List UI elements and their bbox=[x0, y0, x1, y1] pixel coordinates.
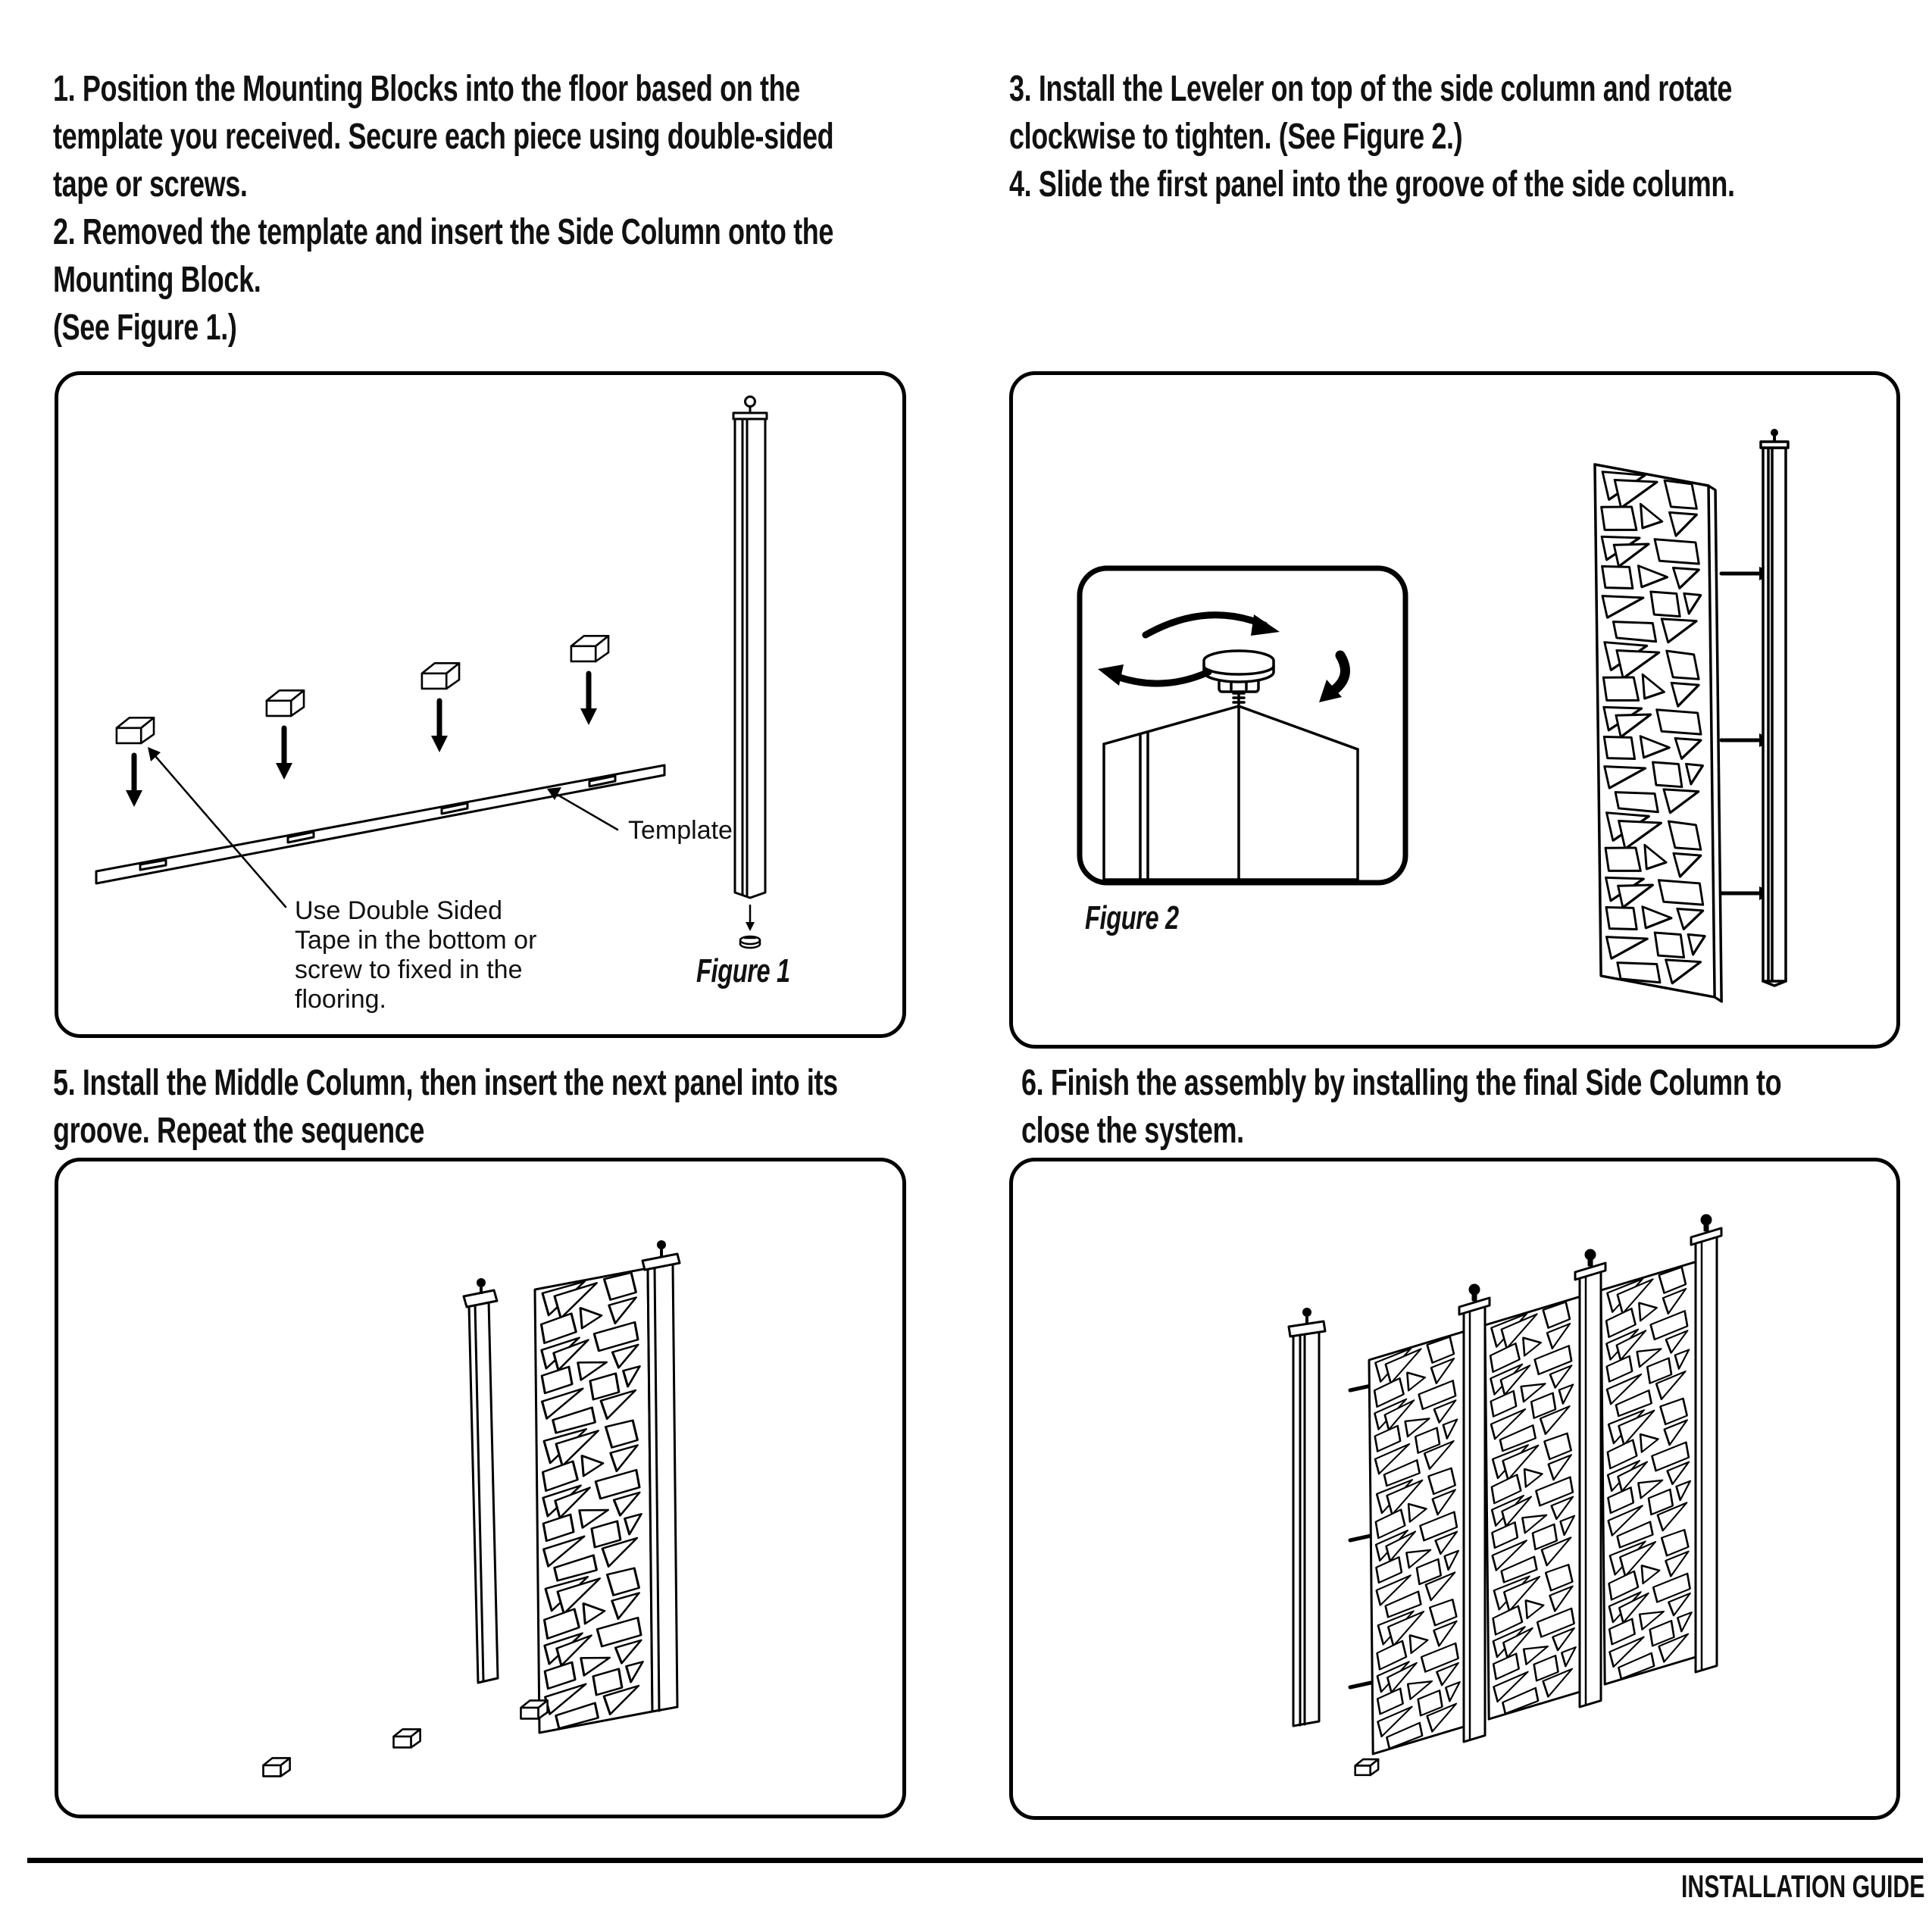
figure1-box: Template Use Double Sided Tape in the bo… bbox=[55, 371, 906, 1038]
assembled-panels bbox=[1368, 1260, 1701, 1755]
step-6-paragraph: 6. Finish the assembly by installing the… bbox=[1021, 1059, 1782, 1155]
footer-title: INSTALLATION GUIDE bbox=[1680, 1868, 1924, 1904]
instruction-line: clockwise to tighten. (See Figure 2.) bbox=[1009, 117, 1463, 157]
down-arrowheads bbox=[126, 708, 597, 807]
instruction-line: Mounting Block. bbox=[53, 260, 261, 300]
figure2-caption: Figure 2 bbox=[1085, 899, 1179, 936]
template-leader-arrowhead bbox=[547, 787, 561, 800]
template-leader-line bbox=[551, 790, 619, 831]
tape-note-leader-line bbox=[149, 749, 287, 908]
instruction-line: template you received. Secure each piece… bbox=[53, 117, 834, 157]
decorative-panel bbox=[1593, 463, 1723, 1003]
steps-3-4-paragraph: 3. Install the Leveler on top of the sid… bbox=[1009, 65, 1735, 208]
tape-note: Use Double Sided Tape in the bottom or s… bbox=[295, 896, 537, 1014]
footer-rule bbox=[27, 1858, 1923, 1863]
instruction-line: 5. Install the Middle Column, then inser… bbox=[53, 1063, 838, 1103]
final-side-column bbox=[1287, 1308, 1327, 1727]
step6-figure-box bbox=[1009, 1158, 1900, 1820]
instruction-line: groove. Repeat the sequence bbox=[53, 1111, 425, 1151]
instruction-line: 6. Finish the assembly by installing the… bbox=[1021, 1063, 1782, 1103]
tape-note-leader-arrowhead bbox=[148, 747, 161, 761]
template-label: Template bbox=[628, 816, 733, 845]
step-5-paragraph: 5. Install the Middle Column, then inser… bbox=[53, 1059, 838, 1155]
decorative-panel bbox=[533, 1267, 654, 1734]
slide-arrows-icon bbox=[1719, 571, 1762, 896]
figure1-caption: Figure 1 bbox=[696, 952, 790, 989]
figure2-illustration bbox=[1077, 429, 1790, 1003]
middle-column bbox=[462, 1278, 499, 1684]
side-column bbox=[732, 395, 768, 899]
column-top-drawing bbox=[1102, 705, 1359, 881]
instruction-line: (See Figure 1.) bbox=[53, 308, 237, 348]
figure1-illustration bbox=[95, 395, 768, 949]
instruction-line: 2. Removed the template and insert the S… bbox=[53, 212, 834, 252]
steps-1-2-paragraph: 1. Position the Mounting Blocks into the… bbox=[53, 65, 834, 352]
instruction-line: 3. Install the Leveler on top of the sid… bbox=[1009, 69, 1733, 109]
attached-column bbox=[641, 1240, 681, 1713]
mounting-block bbox=[1354, 1758, 1380, 1777]
leveler-inset-box bbox=[1077, 565, 1408, 886]
column-down-arrowhead bbox=[746, 922, 755, 931]
step6-illustration bbox=[1287, 1214, 1723, 1777]
mounting-blocks bbox=[115, 635, 610, 745]
instruction-line: 1. Position the Mounting Blocks into the… bbox=[53, 69, 800, 109]
rotate-arrowheads bbox=[1098, 614, 1342, 702]
foot-pad bbox=[739, 935, 761, 949]
figure2-box: Figure 2 bbox=[1009, 371, 1900, 1049]
instruction-line: close the system. bbox=[1021, 1111, 1244, 1151]
side-column bbox=[1759, 429, 1790, 987]
instruction-line: tape or screws. bbox=[53, 164, 248, 205]
mounting-blocks bbox=[262, 1699, 549, 1777]
step5-figure-box bbox=[55, 1158, 906, 1818]
step5-illustration bbox=[262, 1240, 681, 1777]
leveler bbox=[1202, 649, 1275, 708]
assembled-columns bbox=[1458, 1214, 1723, 1743]
instruction-line: 4. Slide the first panel into the groove… bbox=[1009, 164, 1735, 205]
down-arrow-icon bbox=[131, 671, 592, 793]
template-strip bbox=[95, 764, 666, 885]
